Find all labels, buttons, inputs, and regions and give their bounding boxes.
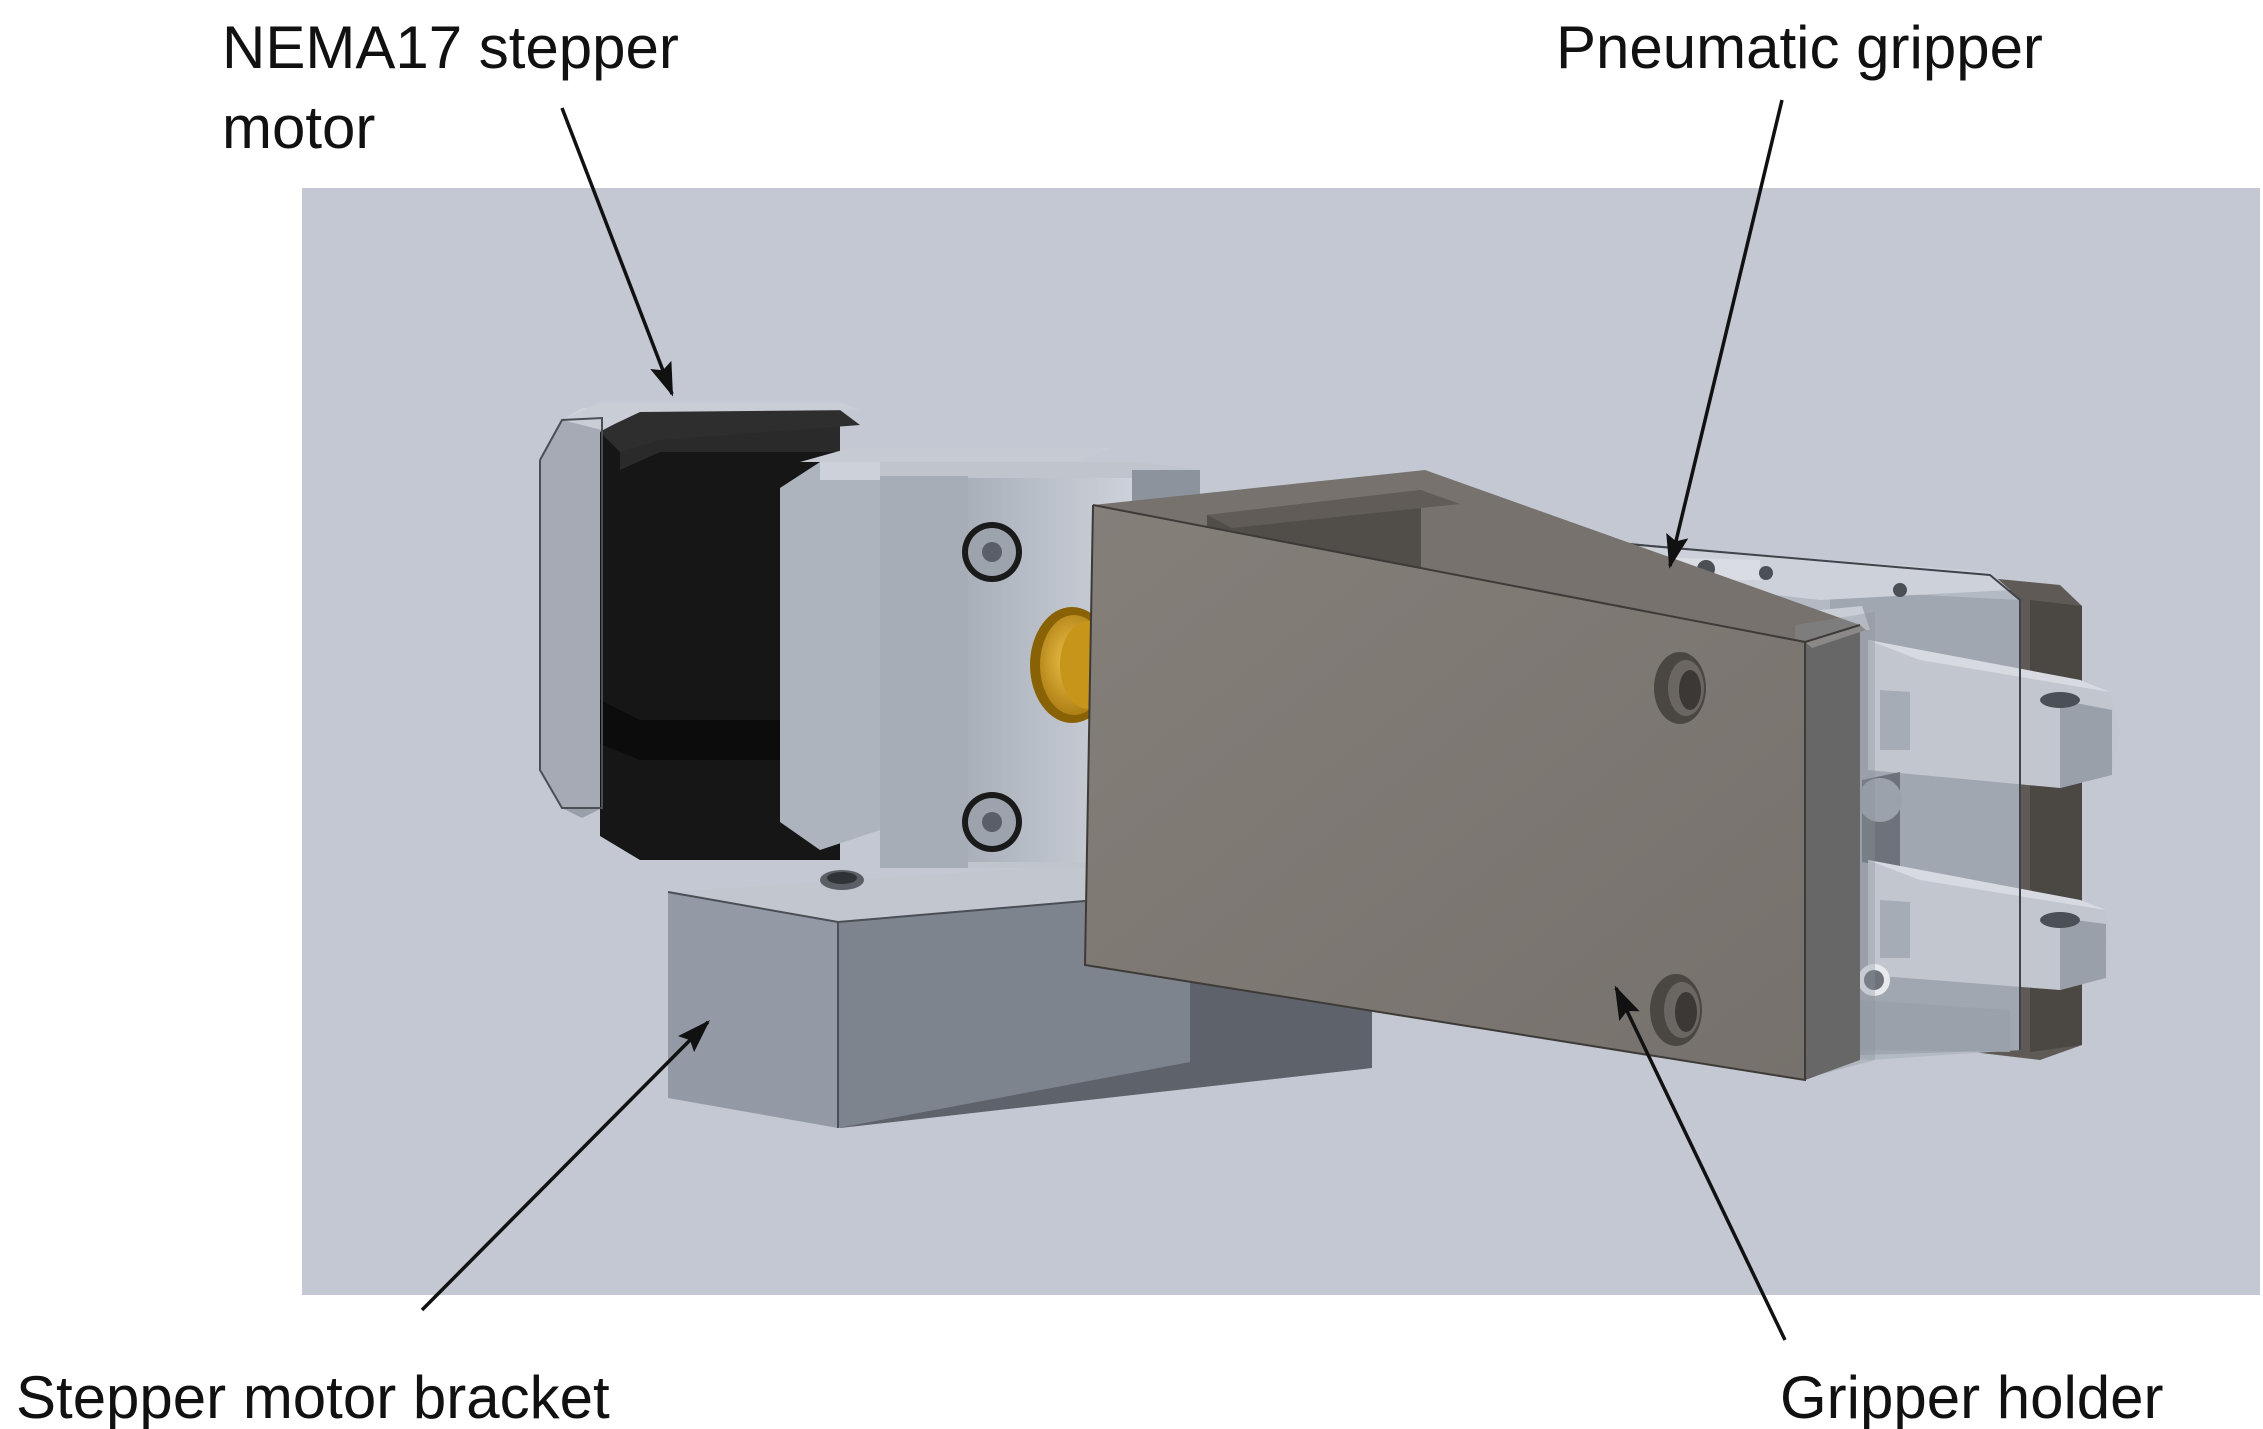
arrow-motor — [560, 107, 674, 397]
arrow-gripper — [1666, 99, 1784, 569]
label-stepper-motor-bracket: Stepper motor bracket — [16, 1019, 710, 1429]
holder-hole-bottom — [1650, 974, 1702, 1046]
label-nema17-line1: NEMA17 stepper — [222, 14, 679, 81]
label-pneumatic-gripper: Pneumatic gripper — [1556, 14, 2043, 569]
gripper-holder — [1083, 470, 1875, 1082]
label-gripper-text: Pneumatic gripper — [1556, 14, 2043, 81]
label-nema17-motor: NEMA17 stepper motor — [222, 14, 679, 397]
gripper-finger-lower — [1868, 860, 2112, 990]
holder-hole-top — [1654, 652, 1706, 724]
label-holder-text: Gripper holder — [1780, 1364, 2164, 1429]
label-gripper-holder: Gripper holder — [1614, 985, 2164, 1429]
label-bracket-text: Stepper motor bracket — [16, 1364, 610, 1429]
motor-screw-top — [962, 522, 1022, 582]
arrow-bracket — [420, 1019, 710, 1312]
label-nema17-line2: motor — [222, 94, 375, 161]
gripper-finger-upper — [1868, 640, 2120, 788]
motor-screw-bottom — [962, 792, 1022, 852]
arrow-holder — [1614, 985, 1787, 1341]
